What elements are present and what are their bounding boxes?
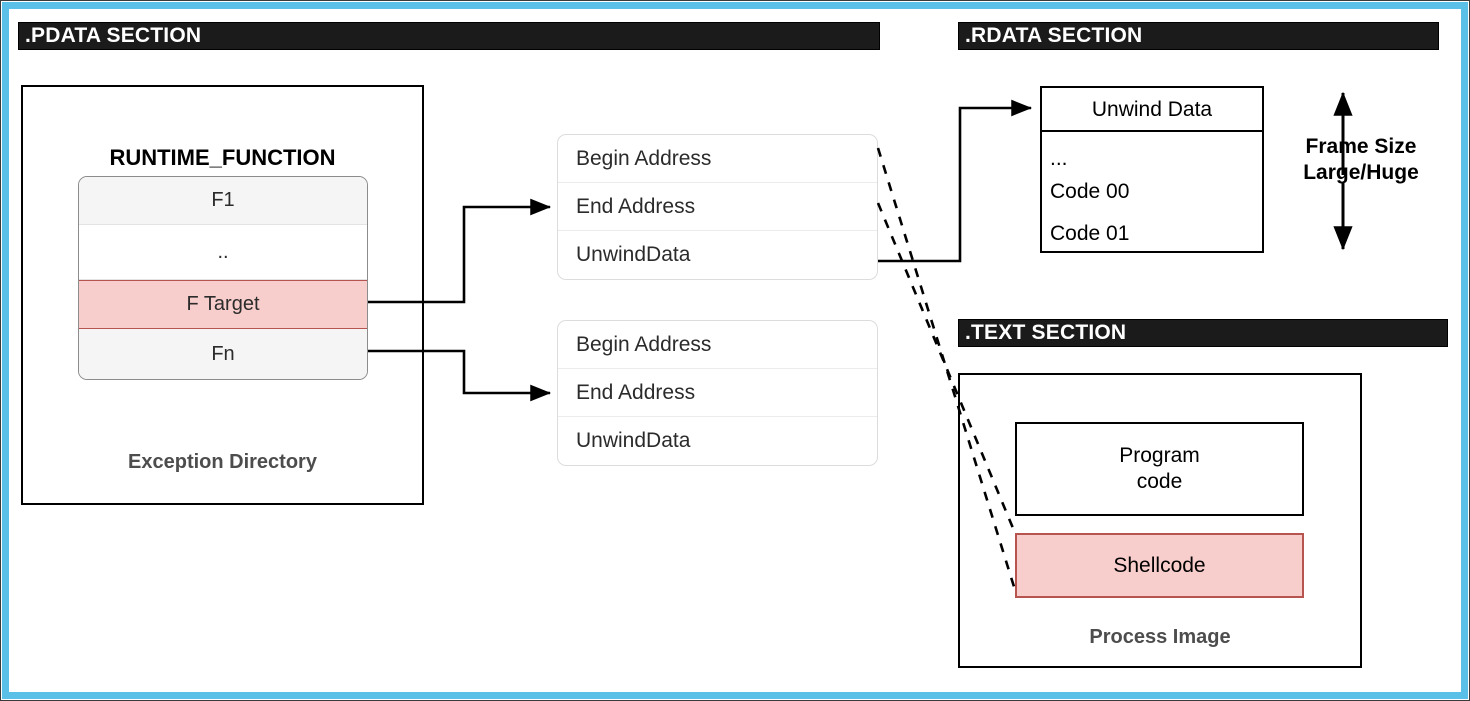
frame-size-line-1: Frame Size [1305,135,1417,158]
unwind-data-line-code-00: Code 00 [1050,180,1130,203]
field-label: End Address [576,380,696,404]
field-end-address[interactable]: End Address [558,369,877,417]
unwind-data-header: Unwind Data [1091,98,1213,121]
section-header-text: .TEXT SECTION [958,319,1448,347]
list-item-fn[interactable]: Fn [79,329,367,379]
field-begin-address[interactable]: Begin Address [558,321,877,369]
process-image-caption: Process Image [1089,626,1231,648]
field-label: UnwindData [576,429,691,452]
program-code-line-1: Program [1119,444,1200,468]
section-header-pdata-label: .PDATA SECTION [25,24,202,47]
list-item-label: .. [217,240,229,263]
list-item-f1[interactable]: F1 [79,177,367,225]
section-header-text-label: .TEXT SECTION [965,321,1127,344]
unwind-data-box [1040,86,1264,253]
field-label: UnwindData [576,243,691,266]
field-begin-address[interactable]: Begin Address [558,135,877,183]
exception-directory-caption: Exception Directory [128,451,317,473]
process-image-box [958,373,1362,668]
field-end-address[interactable]: End Address [558,183,877,231]
field-label: Begin Address [576,146,712,170]
frame-size-line-2: Large/Huge [1303,160,1419,184]
program-code-line-2: code [1136,470,1183,493]
diagram-canvas: .PDATA SECTION .RDATA SECTION .TEXT SECT… [9,9,1461,692]
shellcode-box[interactable]: Shellcode [1015,533,1304,598]
unwind-data-line-code-01: Code 01 [1050,222,1130,245]
connector-unwinddata-to-unwinddatabox [878,99,1033,263]
field-unwind-data[interactable]: UnwindData [558,231,877,279]
unwind-data-divider [1042,130,1262,132]
unwind-data-line-ellipsis: ... [1050,147,1068,170]
runtime-function-title: RUNTIME_FUNCTION [109,145,336,170]
runtime-function-record-1: Begin Address End Address UnwindData [557,134,878,280]
program-code-box: Program code [1015,422,1304,516]
list-item-f-target[interactable]: F Target [79,280,367,329]
field-unwind-data[interactable]: UnwindData [558,417,877,465]
list-item-label: F1 [211,189,235,211]
shellcode-label: Shellcode [1113,553,1206,577]
section-header-rdata: .RDATA SECTION [958,22,1439,50]
list-item-ellipsis[interactable]: .. [79,225,367,280]
list-item-label: Fn [211,342,235,365]
section-header-pdata: .PDATA SECTION [18,22,880,50]
list-item-label: F Target [186,293,260,315]
section-header-rdata-label: .RDATA SECTION [965,24,1143,47]
frame-size-annotation: Frame Size Large/Huge [1281,134,1441,185]
field-label: End Address [576,194,696,218]
field-label: Begin Address [576,332,712,356]
runtime-function-record-2: Begin Address End Address UnwindData [557,320,878,466]
runtime-function-list: F1 .. F Target Fn [78,176,368,380]
